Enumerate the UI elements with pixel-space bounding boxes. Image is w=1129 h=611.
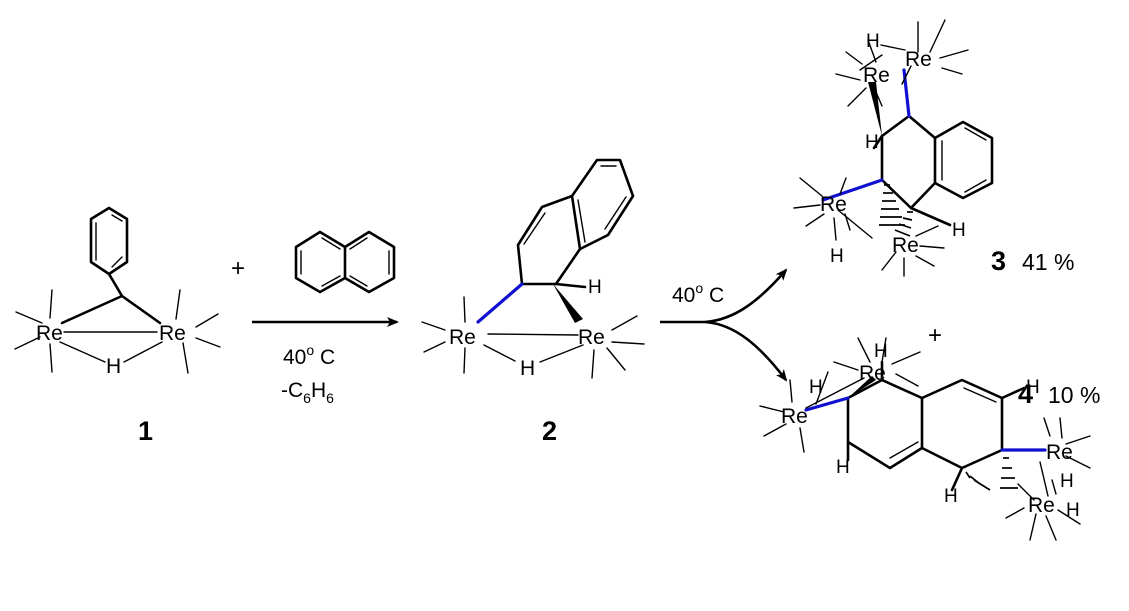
carbon-re-bonds: [60, 294, 162, 325]
re-re-bond: [859, 54, 883, 71]
c-h-bond: [909, 206, 952, 227]
right-ring: [920, 378, 1004, 470]
hydride-atom: H: [866, 31, 880, 52]
rhenium-atom: Re: [1046, 441, 1073, 464]
hashed-bond: [894, 211, 913, 237]
c-h-bond: [950, 466, 964, 492]
hydrogen-atom: H: [1026, 377, 1040, 398]
re-ligands: [1043, 417, 1091, 469]
rhenium-atom: Re: [892, 234, 919, 257]
left-re-ligands: [421, 296, 466, 374]
ring-fusion-bond: [570, 194, 582, 251]
hydride-atom: H: [1060, 471, 1074, 492]
hydrogen-atom: H: [874, 341, 888, 362]
hydride-bond: [815, 371, 829, 405]
compound-yield: 41 %: [1022, 249, 1074, 275]
compound-yield: 10 %: [1048, 382, 1100, 408]
naphthalene-double-bonds: [300, 237, 390, 287]
re-re-bond: [1039, 461, 1049, 497]
bridging-hydride-bonds: [59, 341, 163, 363]
bridging-hydride-bonds: [483, 344, 584, 363]
rhenium-atom: Re: [578, 326, 605, 349]
carbon-re-bond: [476, 282, 524, 324]
naphthalene: [294, 230, 396, 294]
right-re-ligands: [175, 289, 221, 374]
ipso-bond: [107, 272, 124, 298]
re-ligands: [759, 379, 805, 453]
hydrogen-atom: H: [944, 486, 958, 507]
carbon-re-bond: [821, 178, 884, 202]
benzo-ring: [933, 120, 994, 200]
plus-sign: +: [928, 322, 942, 349]
benzo-double-bonds: [941, 127, 987, 193]
double-bond: [963, 387, 997, 403]
hydrogen-atom: H: [588, 277, 602, 298]
reaction-step-1: + 40o C -C6H6: [231, 230, 399, 406]
compound-4: Re Re Re Re H H H H H H H 4 10 %: [759, 337, 1100, 541]
c-h-bond: [554, 282, 587, 289]
re-ligands: [835, 39, 883, 107]
rhenium-atom: Re: [781, 405, 808, 428]
carbon-re-bond: [804, 396, 850, 412]
hydride-bond: [880, 44, 906, 51]
compound-3: Re Re Re Re H H H H 3 41 %: [793, 19, 1074, 277]
phenyl-ring-double-bonds: [95, 214, 123, 268]
hydride-atom: H: [520, 357, 535, 380]
compound-1: Re Re H 1: [14, 206, 221, 446]
re-ligands: [793, 177, 851, 231]
re-ligands: [901, 19, 969, 85]
rhenium-atom: Re: [863, 64, 890, 87]
reaction-byproduct: -C6H6: [281, 379, 334, 406]
re-re-bond: [487, 333, 579, 336]
double-bond: [889, 441, 919, 459]
reaction-step-2: 40o C: [660, 268, 788, 382]
re-re-bond: [837, 209, 873, 239]
re-ligands: [833, 337, 921, 387]
wedge-bond: [848, 376, 876, 398]
carbon-re-bond: [902, 68, 911, 118]
hydride-bond: [833, 217, 837, 241]
hydride-atom: H: [106, 355, 121, 378]
compound-2: Re Re H H 2: [421, 158, 645, 446]
reaction-temperature: 40o C: [672, 280, 724, 307]
skeleton-double-bonds: [523, 165, 627, 245]
hydrogen-atom: H: [836, 457, 850, 478]
rhenium-atom: Re: [820, 193, 847, 216]
hydride-bond: [1051, 479, 1057, 495]
split-arrow-lower: [704, 320, 788, 382]
compound-label: 1: [138, 416, 153, 446]
c-h-bond: [872, 134, 884, 150]
compound-label: 3: [991, 246, 1006, 276]
hydride-atom: H: [809, 377, 823, 398]
left-re-ligands: [14, 289, 53, 373]
saturated-ring: [880, 114, 937, 210]
right-re-ligands: [591, 315, 645, 379]
split-arrow-upper: [704, 268, 788, 324]
hashed-bond: [965, 471, 991, 491]
hydrogen-atom: H: [952, 220, 966, 241]
hydride-atom: H: [830, 246, 844, 267]
c-h-bond: [1000, 386, 1026, 400]
rhenium-atom: Re: [1028, 494, 1055, 517]
rhenium-atom: Re: [449, 326, 476, 349]
wedge-bond: [868, 82, 882, 136]
rhenium-atom: Re: [159, 322, 186, 345]
plus-sign: +: [231, 255, 245, 282]
re-ligands: [1005, 483, 1081, 541]
compound-label: 4: [1018, 379, 1033, 409]
reaction-temperature: 40o C: [283, 342, 335, 369]
rhenium-atom: Re: [905, 48, 932, 71]
wedge-bond: [553, 284, 583, 323]
compound-label: 2: [542, 416, 557, 446]
skeleton-bonds: [516, 158, 635, 286]
rhenium-atom: Re: [36, 322, 63, 345]
hydride-atom: H: [1066, 500, 1080, 521]
re-ligands: [881, 225, 945, 277]
hashed-bond: [1000, 457, 1018, 489]
hydrogen-atom: H: [865, 132, 879, 153]
rhenium-atom: Re: [859, 362, 886, 385]
left-ring: [846, 378, 924, 470]
